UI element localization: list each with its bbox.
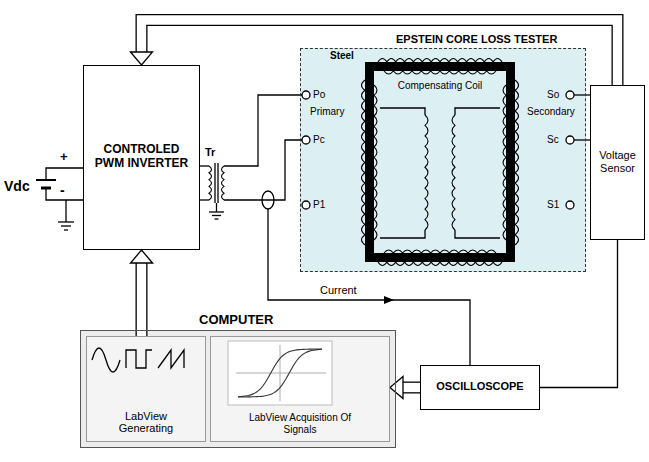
terminal-name: S1 xyxy=(547,199,559,211)
transformer-core xyxy=(217,163,218,203)
chart-axis xyxy=(280,345,281,401)
connector-line xyxy=(142,20,618,85)
connector-line xyxy=(136,262,148,336)
arrow-head xyxy=(390,377,403,399)
part-name: Tr xyxy=(205,146,215,159)
wire xyxy=(224,140,302,200)
coil-winding xyxy=(452,115,455,230)
inverter-box: CONTROLED PWM INVERTER xyxy=(83,65,200,250)
wire xyxy=(200,165,209,166)
ground-symbol xyxy=(212,215,221,216)
connector xyxy=(131,20,618,85)
wire xyxy=(380,108,425,115)
connector-line xyxy=(142,20,618,85)
terminal-name: Po xyxy=(313,89,325,101)
signal-name: Current xyxy=(318,284,359,297)
coil-winding xyxy=(384,250,496,253)
ground-wire xyxy=(216,203,217,212)
arrow-head xyxy=(131,250,153,263)
node-label: OSCILLOSCOPE xyxy=(436,380,523,393)
transformer-core xyxy=(214,163,215,203)
generator-panel: LabView Generating xyxy=(86,336,206,442)
ground-wire xyxy=(65,200,66,222)
winding-name: Primary xyxy=(310,106,344,118)
sensor-box: Voltage Sensor xyxy=(590,85,645,240)
terminal xyxy=(566,136,574,144)
polarity-sign: - xyxy=(60,182,65,198)
wire xyxy=(574,94,590,95)
connector-line xyxy=(137,262,146,336)
heading: EPSTEIN CORE LOSS TESTER xyxy=(396,33,557,46)
terminal xyxy=(566,201,574,209)
coil-winding xyxy=(515,80,519,245)
panel-ground xyxy=(210,336,390,442)
wire xyxy=(380,230,425,238)
connector xyxy=(390,377,420,399)
terminal xyxy=(302,201,310,209)
wire xyxy=(224,95,302,166)
steel-core xyxy=(370,67,511,258)
terminal xyxy=(302,91,310,99)
connector-line xyxy=(402,382,420,394)
heading: COMPUTER xyxy=(199,313,273,328)
panel-ground xyxy=(86,336,206,442)
wire xyxy=(574,139,590,140)
coil-winding xyxy=(362,80,366,245)
ground-symbol xyxy=(215,218,219,219)
computer-ground xyxy=(80,330,396,448)
ground-symbol xyxy=(61,225,71,226)
sawtooth-icon xyxy=(158,350,184,368)
coil-winding xyxy=(222,166,225,200)
hysteresis-curve xyxy=(238,349,322,397)
connector-line xyxy=(402,383,420,392)
coil-winding xyxy=(384,71,496,74)
wire xyxy=(46,168,83,180)
connector xyxy=(131,250,153,336)
node-label: CONTROLED PWM INVERTER xyxy=(92,143,192,171)
ground-symbol xyxy=(209,211,224,212)
oscilloscope-box: OSCILLOSCOPE xyxy=(420,365,540,410)
chart-axis xyxy=(236,373,326,374)
part-name: Steel xyxy=(330,50,354,62)
terminal-name: So xyxy=(547,89,559,101)
terminal xyxy=(302,136,310,144)
node-label: Voltage Sensor xyxy=(593,149,642,174)
current-probe xyxy=(262,191,274,209)
part-name: Compensating Coil xyxy=(395,80,485,92)
winding-name: Secondary xyxy=(527,106,575,118)
wire xyxy=(455,108,500,115)
terminal-name: Pc xyxy=(313,134,325,146)
terminal-name: P1 xyxy=(313,199,325,211)
coil-winding xyxy=(374,85,377,240)
voltage-label: Vdc xyxy=(4,178,30,194)
connector-line xyxy=(540,240,618,388)
connector xyxy=(540,240,618,388)
ground-symbol xyxy=(64,229,68,230)
terminal-name: Sc xyxy=(547,134,559,146)
wire xyxy=(455,230,500,238)
polarity-sign: + xyxy=(60,150,68,165)
coil-winding xyxy=(378,262,502,266)
tester-ground xyxy=(300,48,586,272)
chart-frame xyxy=(228,341,332,405)
coil-winding xyxy=(425,115,428,230)
arrow-head xyxy=(384,296,394,304)
arrow-head xyxy=(131,52,153,65)
ground-symbol xyxy=(58,221,74,222)
node-label: LabView Generating xyxy=(115,410,177,435)
sine-icon xyxy=(92,348,120,372)
node-label: LabView Acquisition Of Signals xyxy=(235,412,365,435)
coil-winding xyxy=(503,85,506,240)
coil-winding xyxy=(378,59,502,63)
hysteresis-curve xyxy=(238,349,322,397)
coil-winding xyxy=(209,166,212,200)
computer-box: COMPUTERLabView GeneratingLabView Acquis… xyxy=(80,330,396,448)
terminal xyxy=(566,91,574,99)
square-icon xyxy=(126,350,152,368)
wire xyxy=(200,199,209,200)
acquisition-panel: LabView Acquisition Of Signals xyxy=(210,336,390,442)
